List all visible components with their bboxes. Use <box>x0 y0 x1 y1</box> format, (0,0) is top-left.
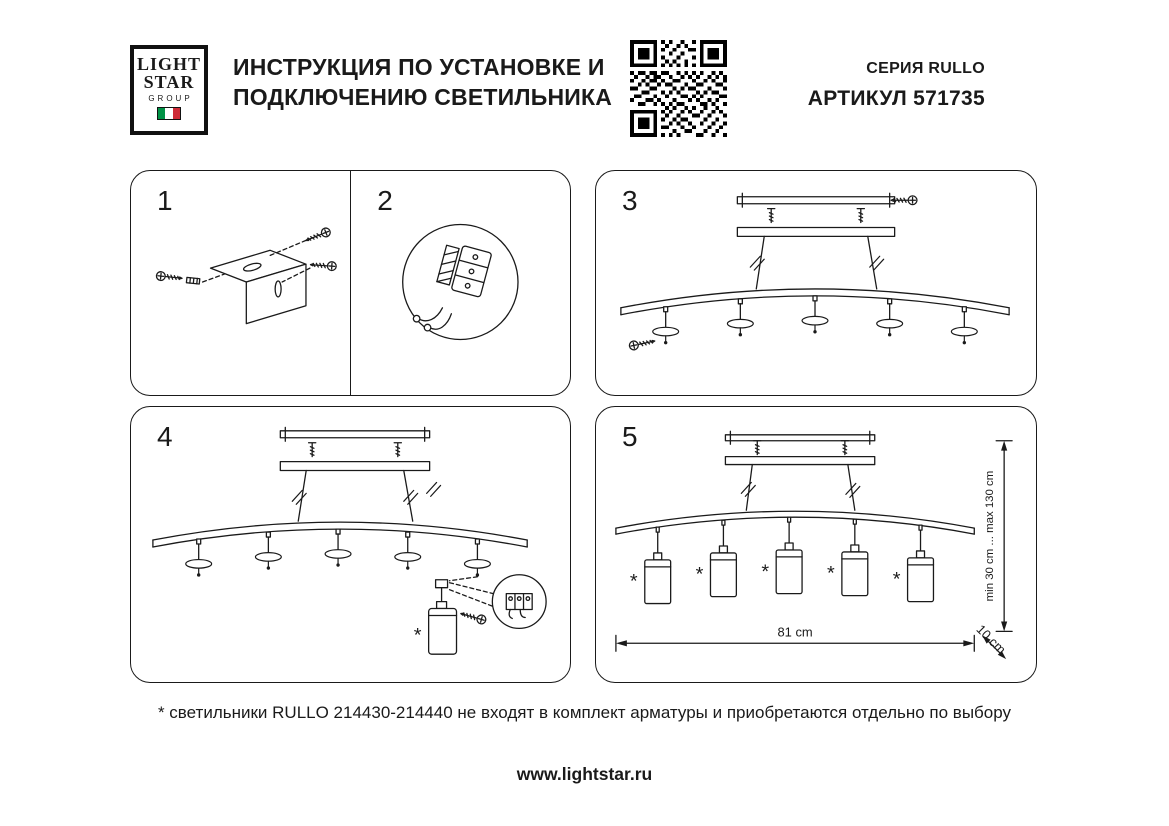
panel-step-3: 3 <box>595 170 1037 396</box>
ceiling-track <box>724 434 876 442</box>
logo-text-light: LIGHT <box>136 54 202 74</box>
fixture-assembly-diagram: * <box>152 426 547 655</box>
ceiling-track <box>279 430 431 439</box>
logo-text-star: STAR <box>143 71 195 92</box>
width-dimension-label: 81 cm <box>777 624 812 639</box>
product-info: СЕРИЯ RULLO АРТИКУЛ 571735 <box>685 60 985 111</box>
bolt-icon <box>856 208 866 224</box>
optional-shade-asterisk: * <box>761 561 769 583</box>
wire <box>429 313 453 330</box>
optional-shade-asterisk: * <box>414 624 422 646</box>
optional-shade-asterisk: * <box>827 563 835 585</box>
lamp-holder-icon <box>185 558 213 578</box>
dimension-offset <box>982 635 1007 660</box>
website-url: www.lightstar.ru <box>516 764 653 784</box>
italian-flag-icon <box>157 107 181 120</box>
lamp-holder-icon <box>876 318 904 338</box>
panel-step-5: 5 <box>595 406 1037 683</box>
curved-rail <box>620 288 1010 309</box>
wire <box>418 307 444 322</box>
terminal-block <box>505 592 533 611</box>
optional-shade-asterisk: * <box>893 569 901 591</box>
step-number-2: 2 <box>377 185 393 216</box>
screw-icon <box>155 270 184 284</box>
suspension-rod <box>867 235 878 290</box>
adjust-mark-icon <box>749 255 765 271</box>
pendant-lamp-icon <box>644 552 672 605</box>
bolt-icon <box>307 442 317 458</box>
adjust-mark-icon <box>403 489 419 505</box>
suspension-rod <box>745 463 753 511</box>
lamp-holder-icon <box>652 326 680 345</box>
mounting-plate <box>724 455 876 466</box>
assembled-fixture-diagram: * * * * * 81 cm min 30 cm ... max 130 cm… <box>615 430 1013 660</box>
wall-anchor-icon <box>185 276 201 285</box>
bolt-icon <box>753 440 762 456</box>
pendant-lamp-icon <box>775 542 803 595</box>
curved-rail <box>152 521 528 541</box>
step-number-5: 5 <box>622 421 638 452</box>
mounting-plate <box>279 460 431 472</box>
bracket-mounting-diagram <box>155 226 338 325</box>
lamp-holder-icon <box>801 315 829 335</box>
page-title: ИНСТРУКЦИЯ ПО УСТАНОВКЕ И ПОДКЛЮЧЕНИЮ СВ… <box>233 52 612 112</box>
suspension-rod <box>847 463 856 511</box>
lamp-holder-icon <box>726 318 754 338</box>
qr-code-icon <box>630 40 727 137</box>
suspension-rod <box>755 235 765 290</box>
mounting-plate <box>736 226 896 238</box>
ceiling-track <box>736 196 896 205</box>
step-number-4: 4 <box>157 421 173 452</box>
shade-adapter <box>434 579 449 589</box>
series-label: СЕРИЯ RULLO <box>866 60 985 77</box>
logo-text-group: GROUP <box>148 94 193 103</box>
title-line-2: ПОДКЛЮЧЕНИЮ СВЕТИЛЬНИКА <box>233 84 613 110</box>
height-dimension-label: min 30 cm ... max 130 cm <box>984 471 996 602</box>
step-2-cell: 2 <box>351 171 570 395</box>
article-label: АРТИКУЛ 571735 <box>807 87 985 110</box>
pendant-lamp-icon <box>841 544 869 597</box>
panel-step-4: 4 <box>130 406 571 683</box>
step-1-cell: 1 <box>131 171 350 395</box>
adjust-mark-icon <box>426 481 442 497</box>
panel-step-1-2: 1 <box>130 170 571 396</box>
bolt-icon <box>393 442 403 458</box>
optional-shade-asterisk: * <box>696 564 704 586</box>
ceiling-mount-diagram <box>620 192 1010 352</box>
lamp-holder-icon <box>324 549 352 568</box>
lamp-holder-icon <box>254 551 282 571</box>
pendant-shade <box>427 607 458 655</box>
optional-shade-asterisk: * <box>630 571 638 593</box>
dimension-width <box>615 634 975 652</box>
step-number-3: 3 <box>622 185 638 216</box>
dimension-height <box>995 440 1013 633</box>
pendant-lamp-icon <box>906 550 935 603</box>
suspension-rod <box>297 469 307 522</box>
screw-icon <box>303 226 333 246</box>
lightstar-logo: LIGHT STAR GROUP <box>130 45 208 135</box>
lamp-holder-icon <box>463 558 492 578</box>
wiring-detail-diagram <box>402 223 519 341</box>
terminal-block <box>436 244 493 298</box>
lamp-holder-icon <box>394 551 422 571</box>
bolt-icon <box>766 208 776 224</box>
panel-divider <box>349 171 352 395</box>
footnote: * светильники RULLO 214430-214440 не вхо… <box>157 703 1012 722</box>
lamp-holder-icon <box>950 326 978 345</box>
step-number-1: 1 <box>157 185 173 216</box>
screw-icon <box>458 608 488 626</box>
screw-icon <box>309 259 338 272</box>
pendant-lamp-icon <box>709 545 738 598</box>
adjust-mark-icon <box>291 489 307 505</box>
title-line-1: ИНСТРУКЦИЯ ПО УСТАНОВКЕ И <box>233 54 605 80</box>
screw-icon <box>627 336 657 352</box>
bolt-icon <box>840 440 850 456</box>
curved-rail <box>615 510 975 529</box>
